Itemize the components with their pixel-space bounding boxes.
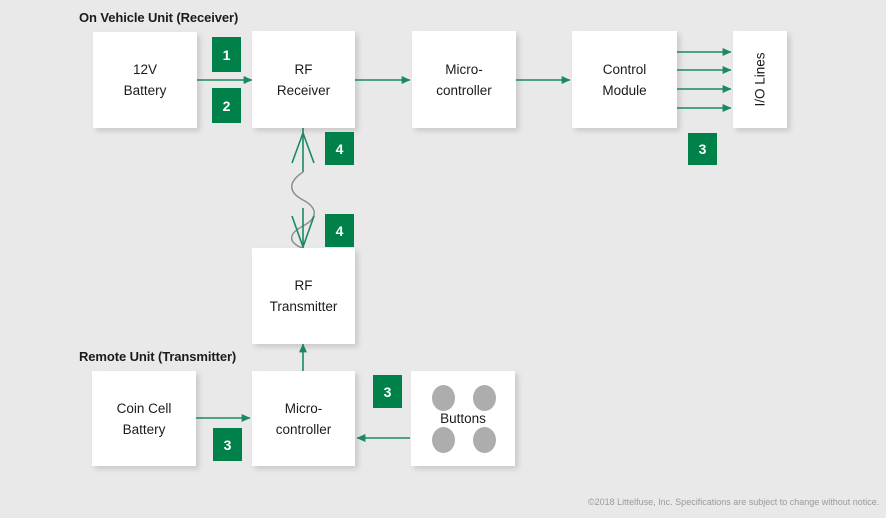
box-label: Module: [602, 82, 647, 98]
badge-3-io-lines: 3: [688, 133, 717, 165]
badge-3-buttons: 3: [373, 375, 402, 408]
box-buttons[interactable]: Buttons: [411, 371, 515, 466]
box-label: Control: [602, 61, 647, 77]
button-dot-bottom-left[interactable]: [432, 427, 455, 453]
box-label: Coin Cell: [116, 400, 172, 416]
box-label: RF: [294, 278, 313, 293]
section-title-transmitter: Remote Unit (Transmitter): [79, 349, 237, 364]
box-control-module[interactable]: Control Module: [572, 31, 677, 128]
button-dot-top-left[interactable]: [432, 385, 455, 411]
box-label: controller: [275, 421, 332, 437]
box-label: Receiver: [276, 82, 331, 98]
receiver-antenna-icon: [291, 128, 315, 172]
section-title-receiver: On Vehicle Unit (Receiver): [79, 10, 239, 25]
box-label: Battery: [123, 83, 167, 98]
box-12v-battery[interactable]: 12V Battery: [93, 32, 197, 128]
box-rf-transmitter[interactable]: RF Transmitter: [252, 248, 355, 344]
badge-1-battery-to-rf: 1: [212, 37, 241, 72]
box-label: Micro-: [284, 400, 323, 416]
box-label: Buttons: [440, 411, 486, 426]
box-label: Battery: [122, 421, 166, 437]
box-microcontroller-receiver[interactable]: Micro- controller: [412, 31, 516, 128]
box-rf-receiver[interactable]: RF Receiver: [252, 31, 355, 128]
button-dot-bottom-right[interactable]: [473, 427, 496, 453]
box-label: 12V: [132, 62, 158, 77]
badge-2-battery-to-rf: 2: [212, 88, 241, 123]
footer-copyright: ©2018 Littelfuse, Inc. Specifications ar…: [588, 497, 880, 507]
box-label: Transmitter: [269, 299, 338, 314]
box-coin-cell-battery[interactable]: Coin Cell Battery: [92, 371, 196, 466]
box-io-lines[interactable]: I/O Lines: [733, 31, 787, 128]
transmitter-antenna-icon: [291, 208, 315, 252]
badge-3-coin-cell: 3: [213, 428, 242, 461]
box-microcontroller-transmitter[interactable]: Micro- controller: [252, 371, 355, 466]
badge-4-receiver-antenna: 4: [325, 132, 354, 165]
box-label: RF: [294, 61, 313, 77]
box-label: Micro-: [445, 61, 483, 77]
box-label: controller: [436, 82, 492, 98]
box-label: I/O Lines: [752, 52, 768, 107]
button-dot-top-right[interactable]: [473, 385, 496, 411]
badge-4-transmitter-antenna: 4: [325, 214, 354, 247]
rf-wave-icon: [290, 171, 315, 249]
